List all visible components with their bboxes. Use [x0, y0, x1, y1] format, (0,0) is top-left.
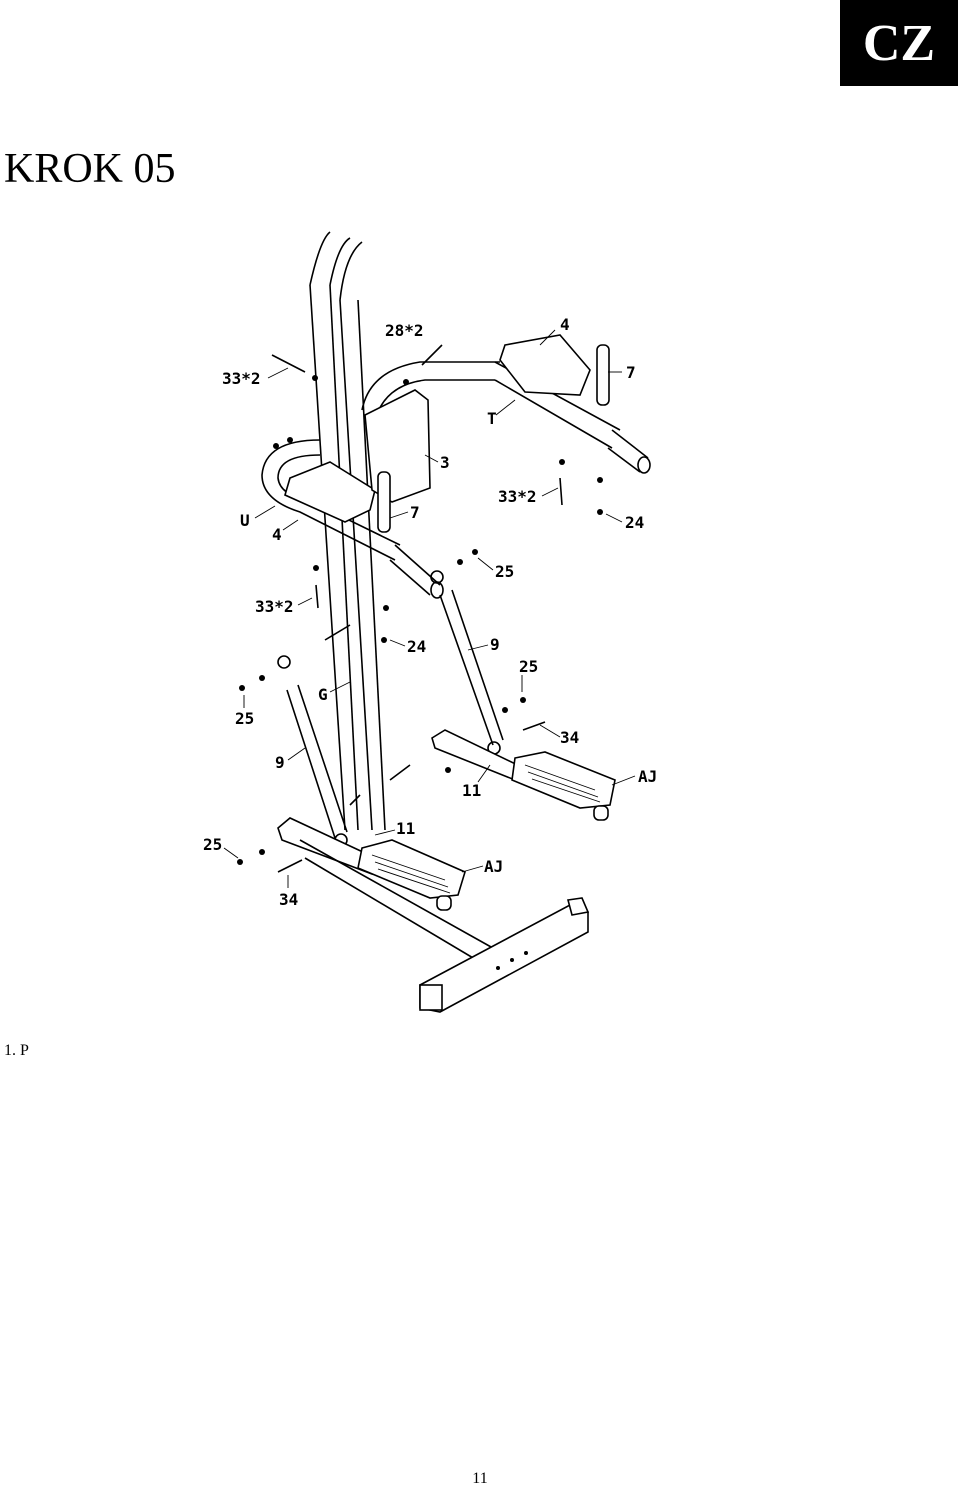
instruction-text: 1. P: [4, 1042, 29, 1059]
label-33x2-lower: 33*2: [255, 597, 294, 616]
page-number: 11: [472, 1470, 488, 1487]
base-frame: [299, 839, 590, 1013]
pedal-left: [357, 839, 466, 911]
label-7-left: 7: [410, 503, 420, 522]
label-7-right: 7: [626, 363, 636, 382]
label-3: 3: [440, 453, 450, 472]
cylinder-right: [430, 570, 504, 755]
pad-left: [284, 461, 376, 523]
label-34-right: 34: [560, 728, 579, 747]
pedal-right: [511, 751, 616, 821]
label-25-upper: 25: [495, 562, 514, 581]
cylinder-left: [277, 655, 348, 847]
label-T: T: [487, 409, 497, 428]
fasteners: [237, 344, 603, 873]
label-U: U: [240, 511, 250, 530]
step-title: KROK 05: [4, 146, 176, 192]
label-25-right: 25: [519, 657, 538, 676]
label-11-right: 11: [462, 781, 481, 800]
assembly-diagram: 28*2 4 7 33*2 T 3 33*2 24 U 4 7 25 33*2 …: [203, 231, 657, 1013]
label-33x2-left: 33*2: [222, 369, 261, 388]
handle-left: [377, 471, 391, 533]
label-AJ-left: AJ: [484, 857, 503, 876]
handle-right: [596, 344, 610, 406]
label-24-right: 24: [625, 513, 644, 532]
upright-frame: [309, 231, 386, 831]
label-4-left: 4: [272, 525, 282, 544]
label-24-mid: 24: [407, 637, 426, 656]
leader-lines: [223, 329, 636, 888]
label-33x2-right: 33*2: [498, 487, 537, 506]
label-25-left: 25: [235, 709, 254, 728]
pad-right: [499, 334, 591, 396]
label-AJ-right: AJ: [638, 767, 657, 786]
label-G: G: [318, 685, 328, 704]
backrest: [364, 389, 431, 503]
label-4-right: 4: [560, 315, 570, 334]
label-28x2: 28*2: [385, 321, 424, 340]
label-34-left: 34: [279, 890, 298, 909]
label-9-right: 9: [490, 635, 500, 654]
language-badge: CZ: [840, 0, 958, 86]
label-25-bottom: 25: [203, 835, 222, 854]
label-11-left: 11: [396, 819, 415, 838]
label-9-left: 9: [275, 753, 285, 772]
